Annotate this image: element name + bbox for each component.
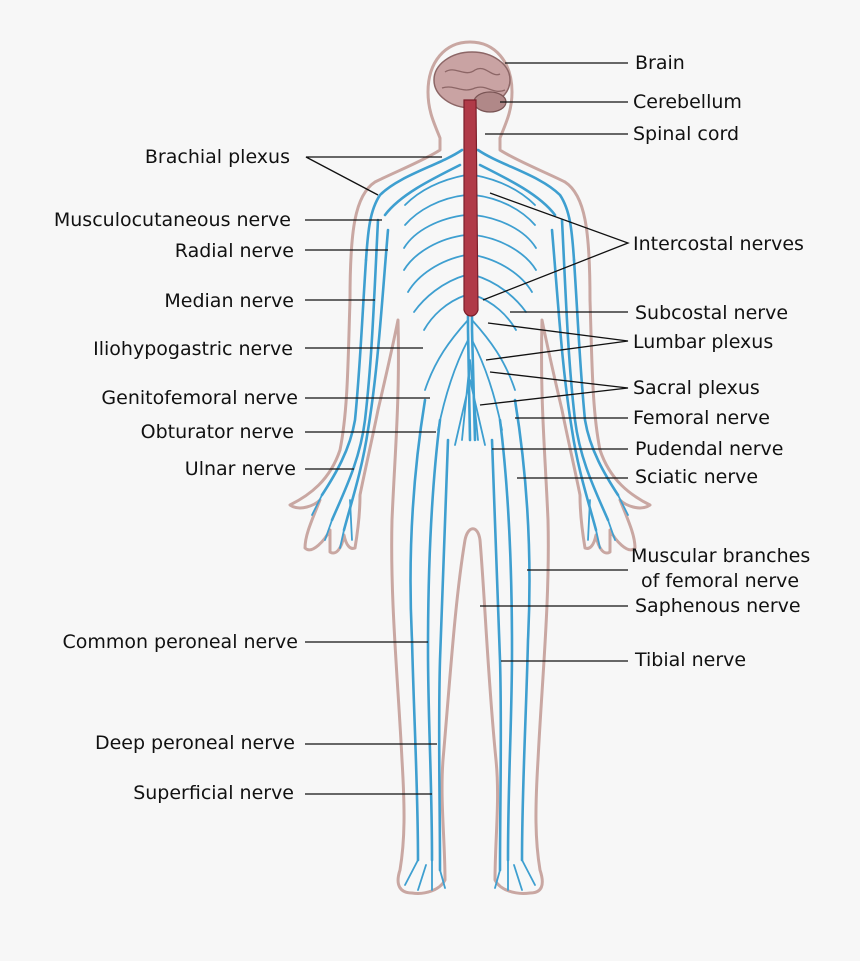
label-lumbar-plexus: Lumbar plexus xyxy=(633,331,773,353)
label-brain: Brain xyxy=(635,52,685,74)
label-muscular-branches-line2: of femoral nerve xyxy=(641,570,799,592)
label-ulnar-nerve: Ulnar nerve xyxy=(185,458,296,480)
intercostal-nerve-lines xyxy=(403,174,537,331)
label-common-peroneal-nerve: Common peroneal nerve xyxy=(62,631,298,653)
label-brachial-plexus: Brachial plexus xyxy=(145,146,290,168)
label-sciatic-nerve: Sciatic nerve xyxy=(635,466,758,488)
label-tibial-nerve: Tibial nerve xyxy=(634,649,746,671)
label-genitofemoral-nerve: Genitofemoral nerve xyxy=(101,387,298,409)
label-subcostal-nerve: Subcostal nerve xyxy=(635,302,788,324)
label-muscular-branches-line1: Muscular branches xyxy=(631,545,810,567)
label-median-nerve: Median nerve xyxy=(164,290,294,312)
label-intercostal-nerves: Intercostal nerves xyxy=(633,233,804,255)
label-saphenous-nerve: Saphenous nerve xyxy=(635,595,801,617)
leader-lines xyxy=(305,62,630,795)
label-musculocutaneous-nerve: Musculocutaneous nerve xyxy=(54,209,291,231)
label-spinal-cord: Spinal cord xyxy=(633,123,739,145)
spinal-cord-shape xyxy=(463,99,479,317)
label-deep-peroneal-nerve: Deep peroneal nerve xyxy=(95,732,295,754)
labels: Brain Cerebellum Spinal cord Brachial pl… xyxy=(54,52,810,804)
label-sacral-plexus: Sacral plexus xyxy=(633,377,760,399)
label-femoral-nerve: Femoral nerve xyxy=(633,407,770,429)
body-silhouette xyxy=(288,40,652,895)
label-pudendal-nerve: Pudendal nerve xyxy=(635,438,783,460)
label-iliohypogastric-nerve: Iliohypogastric nerve xyxy=(93,338,293,360)
label-cerebellum: Cerebellum xyxy=(633,91,742,113)
label-radial-nerve: Radial nerve xyxy=(175,240,294,262)
label-obturator-nerve: Obturator nerve xyxy=(141,421,294,443)
label-superficial-nerve: Superficial nerve xyxy=(133,782,294,804)
